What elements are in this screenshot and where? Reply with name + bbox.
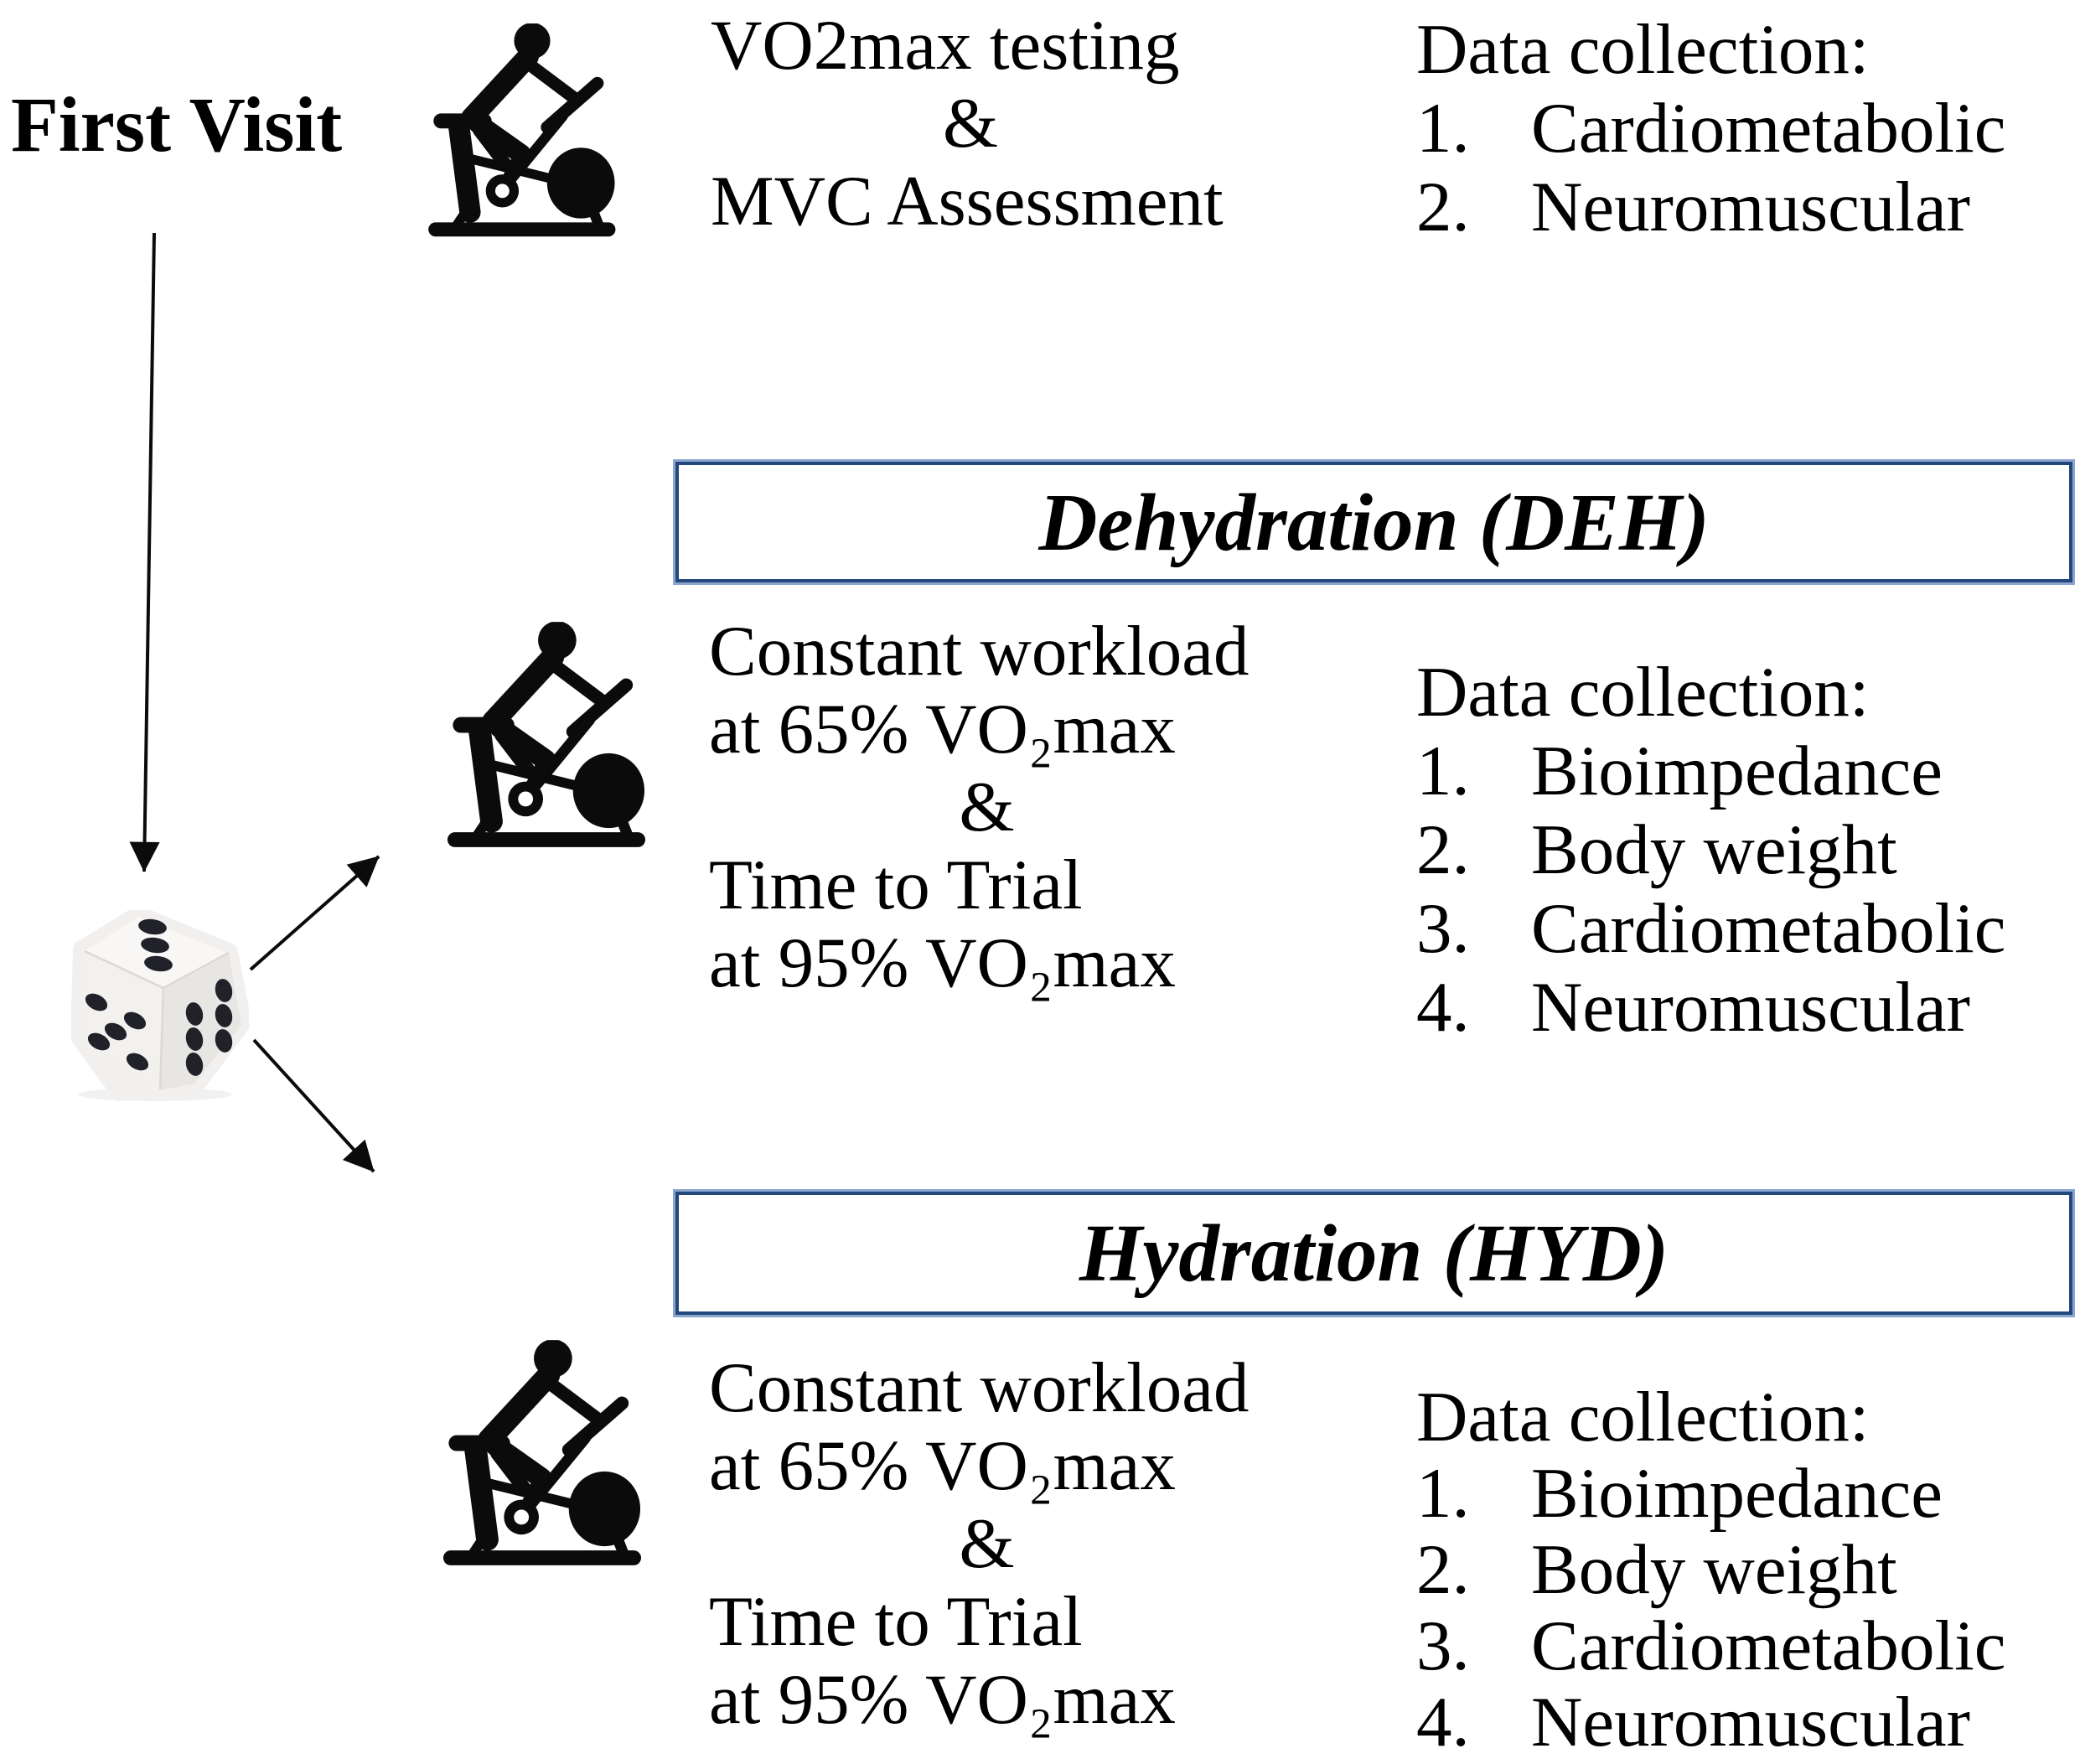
protocol-ampersand: & — [959, 768, 1015, 846]
arrow-down-to-dice — [129, 232, 160, 872]
data-collection-title: Data collection: — [1416, 653, 1870, 732]
list-item: 2. Body weight — [1416, 810, 2006, 889]
list-item-label: Neuromuscular — [1531, 1683, 1970, 1761]
list-item: 1. Bioimpedance — [1416, 732, 2006, 810]
deh-branch-title: Dehydration (DEH) — [1038, 477, 1710, 567]
list-item: 2. Body weight — [1416, 1532, 2006, 1608]
exercise-bike-icon — [440, 620, 648, 852]
list-number: 1. — [1416, 1454, 1470, 1533]
list-number: 2. — [1416, 1530, 1470, 1609]
protocol-line: at 65% VO₂max — [709, 1426, 1176, 1505]
first-visit-label: First Visit — [11, 82, 343, 168]
list-number: 3. — [1416, 889, 1470, 968]
list-item: 4. Neuromuscular — [1416, 968, 2006, 1047]
list-number: 4. — [1416, 1683, 1470, 1761]
list-item-label: Cardiometabolic — [1531, 89, 2006, 168]
hyd-protocol: Constant workload at 65% VO₂max & Time t… — [709, 1349, 1265, 1739]
list-item: 2. Neuromuscular — [1416, 168, 2006, 246]
list-item-label: Bioimpedance — [1531, 732, 1943, 810]
list-number: 3. — [1416, 1606, 1470, 1685]
arrow-to-hyd — [252, 1038, 375, 1173]
deh-data-collection: Data collection: 1. Bioimpedance 2. Body… — [1416, 653, 2006, 1047]
hyd-branch-box: Hydration (HYD) — [675, 1192, 2072, 1315]
list-item: 3. Cardiometabolic — [1416, 1608, 2006, 1684]
list-item: 1. Bioimpedance — [1416, 1456, 2006, 1532]
protocol-line: Constant workload — [709, 612, 1250, 691]
exercise-bike-icon — [417, 23, 623, 240]
list-item-label: Body weight — [1531, 810, 1897, 889]
exercise-bike-icon — [436, 1338, 644, 1570]
protocol-line: at 65% VO₂max — [709, 690, 1176, 768]
hyd-data-collection: Data collection: 1. Bioimpedance 2. Body… — [1416, 1379, 2006, 1761]
list-item-label: Neuromuscular — [1531, 968, 1970, 1047]
list-number: 2. — [1416, 810, 1470, 889]
protocol-line: MVC Assessment — [711, 162, 1224, 241]
list-item-label: Neuromuscular — [1531, 168, 1970, 246]
list-item-label: Cardiometabolic — [1531, 1606, 2006, 1685]
visit1-protocol: VO2max testing & MVC Assessment — [711, 7, 1230, 241]
list-item: 1. Cardiometabolic — [1416, 89, 2006, 168]
protocol-ampersand: & — [959, 1504, 1015, 1583]
data-collection-title: Data collection: — [1416, 10, 1870, 89]
visit1-data-collection: Data collection: 1. Cardiometabolic 2. N… — [1416, 10, 2006, 246]
dice-icon — [71, 910, 249, 1101]
protocol-line: at 95% VO₂max — [709, 1660, 1176, 1739]
protocol-line: Constant workload — [709, 1348, 1250, 1427]
list-number: 4. — [1416, 968, 1470, 1047]
hyd-branch-title: Hydration (HYD) — [1079, 1208, 1669, 1298]
list-item: 3. Cardiometabolic — [1416, 889, 2006, 968]
list-item-label: Bioimpedance — [1531, 1454, 1943, 1533]
arrow-to-deh — [249, 855, 380, 971]
protocol-line: at 95% VO₂max — [709, 923, 1176, 1002]
list-number: 1. — [1416, 89, 1470, 168]
protocol-line: Time to Trial — [709, 846, 1083, 924]
data-collection-title: Data collection: — [1416, 1378, 1870, 1456]
list-number: 2. — [1416, 168, 1470, 246]
protocol-line: Time to Trial — [709, 1582, 1083, 1661]
deh-branch-box: Dehydration (DEH) — [675, 462, 2072, 582]
list-item-label: Cardiometabolic — [1531, 889, 2006, 968]
list-number: 1. — [1416, 732, 1470, 810]
protocol-line: VO2max testing — [711, 6, 1180, 85]
deh-protocol: Constant workload at 65% VO₂max & Time t… — [709, 613, 1265, 1002]
list-item-label: Body weight — [1531, 1530, 1897, 1609]
protocol-ampersand: & — [942, 84, 999, 163]
list-item: 4. Neuromuscular — [1416, 1684, 2006, 1761]
